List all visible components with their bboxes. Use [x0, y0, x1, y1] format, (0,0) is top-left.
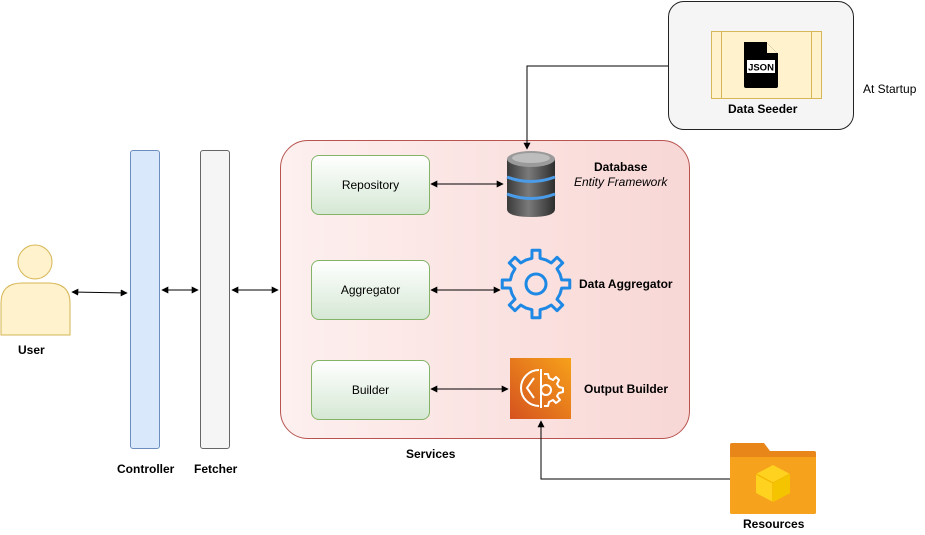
gear-icon: [500, 248, 572, 320]
user-label: User: [18, 343, 45, 357]
controller-lane: [130, 150, 160, 449]
repository-box: Repository: [311, 155, 430, 215]
controller-label: Controller: [117, 462, 175, 476]
gear-outline: [500, 248, 572, 320]
repository-label: Repository: [341, 178, 400, 192]
output-builder-icon: [510, 358, 571, 419]
builder-label: Builder: [351, 383, 390, 397]
database-icon: [506, 151, 556, 217]
resources-label: Resources: [743, 517, 805, 531]
database-title: Database: [594, 160, 648, 174]
output-builder-label: Output Builder: [584, 382, 668, 396]
fetcher-lane: [200, 150, 230, 449]
services-label: Services: [406, 447, 456, 461]
aggregator-box: Aggregator: [311, 260, 430, 320]
data-seeder-label: Data Seeder: [728, 102, 798, 116]
json-file-icon: JSON: [744, 42, 778, 88]
aggregator-label: Aggregator: [340, 283, 401, 297]
at-startup-label: At Startup: [863, 82, 917, 96]
resources-output-arrow: [537, 420, 730, 480]
folder-cube-icon: [730, 443, 816, 514]
builder-box: Builder: [311, 360, 430, 420]
user-controller-arrow: [71, 288, 128, 297]
person-icon: [0, 244, 71, 336]
database-subtitle: Entity Framework: [574, 175, 668, 189]
fetcher-label: Fetcher: [194, 462, 238, 476]
data-aggregator-label: Data Aggregator: [579, 277, 673, 291]
seeder-database-arrow: [523, 65, 668, 150]
json-icon-label: JSON: [748, 63, 774, 74]
